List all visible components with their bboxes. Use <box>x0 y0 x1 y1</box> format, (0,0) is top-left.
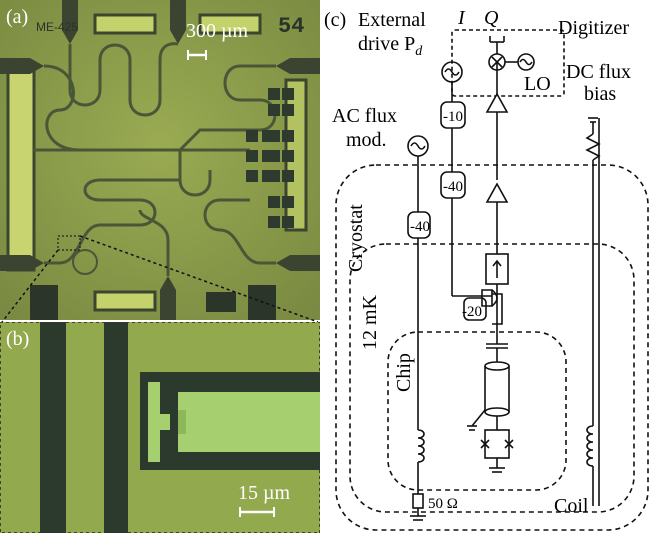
panel-a-scale-label: 300 µm <box>186 20 249 42</box>
cryostat-label: Cryostat <box>345 204 367 272</box>
q-label: Q <box>484 7 499 29</box>
ac-attenuator <box>407 211 431 239</box>
chip-box <box>387 331 567 491</box>
ac-flux-label-2: mod. <box>346 129 387 151</box>
panel-b-label: (b) <box>6 328 30 350</box>
chip-id-left: ME-425 <box>36 20 79 34</box>
coupler-attenuator-label: -20 <box>462 304 482 320</box>
external-drive-label-2: drive Pd <box>358 33 423 59</box>
panel-c-label: (c) <box>324 9 346 31</box>
chip-id-right: 54 <box>278 14 305 39</box>
panel-a-label: (a) <box>6 6 29 28</box>
panel-c-schematic: (c) External drive Pd AC flux mod. I Q D… <box>322 0 656 533</box>
chip-label: Chip <box>393 353 415 392</box>
ac-attenuator-label: -40 <box>410 219 430 235</box>
zoom-micrograph-image <box>0 322 320 533</box>
coil <box>586 425 594 467</box>
schematic-drawing: (c) External drive Pd AC flux mod. I Q D… <box>324 7 649 531</box>
panel-a-micrograph: (a) 300 µm ME-425 54 <box>0 0 320 320</box>
drive-attenuator-2 <box>440 171 466 199</box>
coil-label: Coil <box>554 495 589 517</box>
drive-attenuator-1 <box>440 101 466 129</box>
dc-flux-label-1: DC flux <box>566 61 631 83</box>
amplifier-2 <box>485 182 509 203</box>
digitizer-box <box>451 29 565 97</box>
coupler-attenuator <box>463 297 487 321</box>
flux-inductor <box>417 429 425 463</box>
drive-attenuator-2-label: -40 <box>443 179 463 195</box>
lo-source <box>517 53 535 71</box>
zoom-guide-lines <box>1 235 319 323</box>
i-label: I <box>457 7 466 29</box>
termination-label: 50 Ω <box>428 496 458 512</box>
cryostat-box <box>335 164 649 531</box>
digitizer-label: Digitizer <box>558 17 629 39</box>
panel-b-micrograph: (b) 15 µm <box>0 322 320 533</box>
lo-label: LO <box>524 73 551 95</box>
chip-micrograph-image <box>0 0 320 320</box>
panel-b-scale-label: 15 µm <box>238 482 291 504</box>
ac-flux-label-1: AC flux <box>332 105 397 127</box>
drive-attenuator-1-label: -10 <box>443 109 463 125</box>
dc-flux-label-2: bias <box>584 83 616 105</box>
external-drive-label-1: External <box>358 9 426 31</box>
temperature-label: 12 mK <box>359 294 381 350</box>
